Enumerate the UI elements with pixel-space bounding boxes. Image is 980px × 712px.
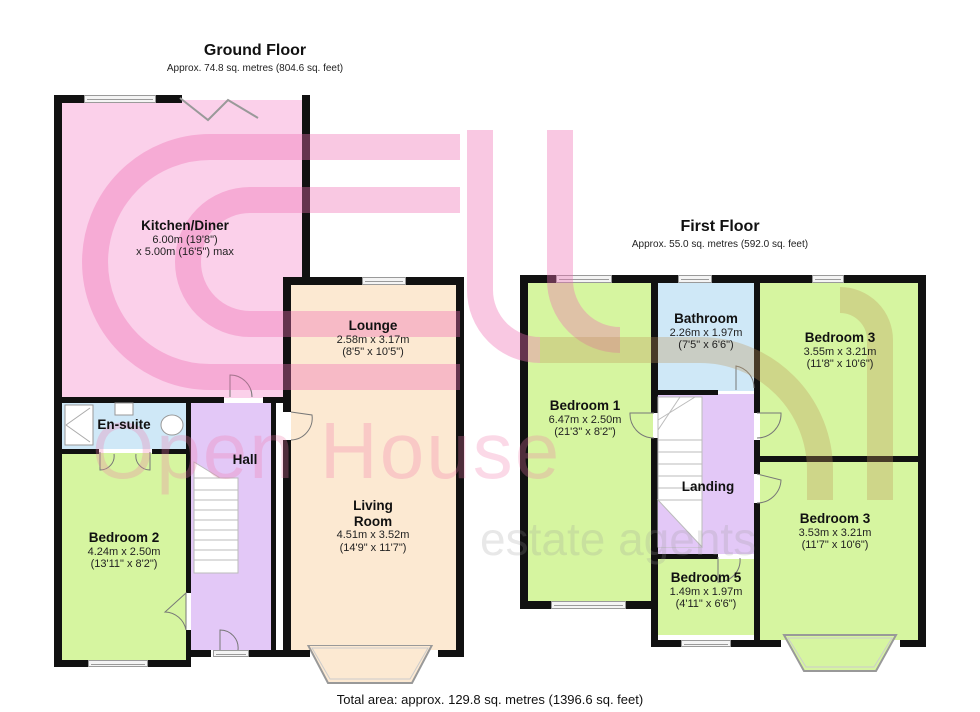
room-name: Living	[353, 498, 393, 513]
wall	[152, 449, 191, 454]
window	[681, 640, 731, 647]
wall	[456, 277, 464, 657]
label-bedroom-3-bottom: Bedroom 3 3.53m x 3.21m (11'7" x 10'6")	[770, 511, 900, 552]
label-bedroom-1: Bedroom 1 6.47m x 2.50m (21'3" x 8'2")	[530, 398, 640, 439]
room-name: Lounge	[348, 318, 398, 333]
first-floor-area: Approx. 55.0 sq. metres (592.0 sq. feet)	[631, 239, 809, 250]
room-lounge-living	[291, 285, 456, 650]
wall	[658, 390, 718, 395]
first-floor-title: First Floor	[680, 218, 760, 235]
room-dimension: 6.00m (19'8")	[152, 233, 218, 246]
ground-floor-title: Ground Floor	[203, 42, 307, 59]
window	[812, 275, 844, 283]
room-name: Kitchen/Diner	[141, 218, 229, 233]
label-landing: Landing	[668, 479, 748, 495]
label-bedroom-5: Bedroom 5 1.49m x 1.97m (4'11" x 6'6")	[655, 570, 757, 611]
label-bedroom-2: Bedroom 2 4.24m x 2.50m (13'11" x 8'2")	[62, 530, 186, 571]
room-kitchen-diner	[62, 100, 302, 398]
room-dimension: (21'3" x 8'2")	[554, 426, 616, 439]
room-name: Hall	[232, 452, 258, 467]
label-en-suite: En-suite	[84, 417, 164, 433]
label-hall: Hall	[220, 452, 270, 468]
label-lounge: Lounge 2.58m x 3.17m (8'5" x 10'5")	[300, 318, 446, 359]
room-dimension: (8'5" x 10'5")	[342, 346, 404, 359]
wall	[263, 397, 291, 403]
room-name: Bedroom 3	[799, 511, 871, 526]
room-dimension: (13'11" x 8'2")	[90, 558, 158, 571]
wall	[186, 630, 191, 667]
room-dimension: 1.49m x 1.97m	[669, 585, 743, 598]
label-bedroom-3-top: Bedroom 3 3.55m x 3.21m (11'8" x 10'6")	[775, 330, 905, 371]
label-living-room: Living Room 4.51m x 3.52m (14'9" x 11'7"…	[300, 498, 446, 554]
window	[213, 650, 249, 657]
wall	[520, 275, 528, 609]
wall	[186, 403, 191, 593]
room-bedroom-3-top	[760, 283, 918, 456]
window	[88, 660, 148, 667]
wall	[754, 283, 760, 413]
wall	[658, 554, 718, 559]
wall	[186, 650, 211, 657]
wall	[248, 650, 310, 657]
room-name: Landing	[681, 479, 735, 494]
wall	[754, 440, 760, 474]
total-area: Total area: approx. 129.8 sq. metres (13…	[336, 692, 644, 707]
window	[362, 277, 406, 285]
wall	[54, 95, 62, 667]
wall	[651, 283, 658, 413]
room-dimension: (7'5" x 6'6")	[678, 339, 734, 352]
bedroom-3-bay	[782, 634, 898, 672]
room-dimension: (11'7" x 10'6")	[801, 539, 869, 552]
window	[551, 601, 626, 609]
room-bedroom-1	[528, 283, 653, 601]
watermark-tagline: estate agents	[480, 513, 757, 565]
wall	[54, 449, 99, 454]
wall	[754, 503, 760, 647]
window	[678, 275, 712, 283]
window	[556, 275, 612, 283]
room-dimension: 4.24m x 2.50m	[87, 545, 161, 558]
room-dimension: (14'9" x 11'7")	[339, 541, 407, 554]
watermark-brand: Open House	[92, 406, 562, 495]
room-dimension: 3.53m x 3.21m	[798, 526, 872, 539]
wall	[900, 640, 926, 647]
room-dimension: 2.58m x 3.17m	[336, 333, 410, 346]
room-name: Room	[353, 513, 393, 529]
room-dimension: x 5.00m (16'5") max	[136, 246, 234, 259]
room-name: Bedroom 2	[88, 530, 160, 545]
wall	[54, 397, 224, 403]
room-bedroom-3-bottom	[760, 462, 918, 640]
wall	[438, 650, 464, 657]
room-name: Bedroom 3	[804, 330, 876, 345]
room-name: Bathroom	[674, 311, 738, 326]
label-bathroom: Bathroom 2.26m x 1.97m (7'5" x 6'6")	[658, 311, 754, 352]
room-dimension: 2.26m x 1.97m	[669, 326, 743, 339]
wall	[760, 456, 926, 462]
wall	[651, 438, 658, 647]
ground-floor-area: Approx. 74.8 sq. metres (804.6 sq. feet)	[166, 63, 344, 74]
room-name: Bedroom 5	[670, 570, 742, 585]
room-name: En-suite	[97, 417, 151, 432]
room-name: Bedroom 1	[549, 398, 621, 413]
room-dimension: (4'11" x 6'6")	[675, 598, 737, 611]
window	[84, 95, 156, 103]
living-room-bay	[306, 645, 434, 684]
room-dimension: (11'8" x 10'6")	[806, 358, 874, 371]
wall	[302, 95, 310, 277]
wall	[271, 403, 276, 657]
room-dimension: 6.47m x 2.50m	[548, 413, 622, 426]
room-dimension: 4.51m x 3.52m	[336, 529, 410, 542]
wall	[520, 275, 926, 283]
room-dimension: 3.55m x 3.21m	[803, 345, 877, 358]
label-kitchen-diner: Kitchen/Diner 6.00m (19'8") x 5.00m (16'…	[95, 218, 275, 259]
wall	[283, 440, 291, 657]
wall	[283, 277, 291, 412]
